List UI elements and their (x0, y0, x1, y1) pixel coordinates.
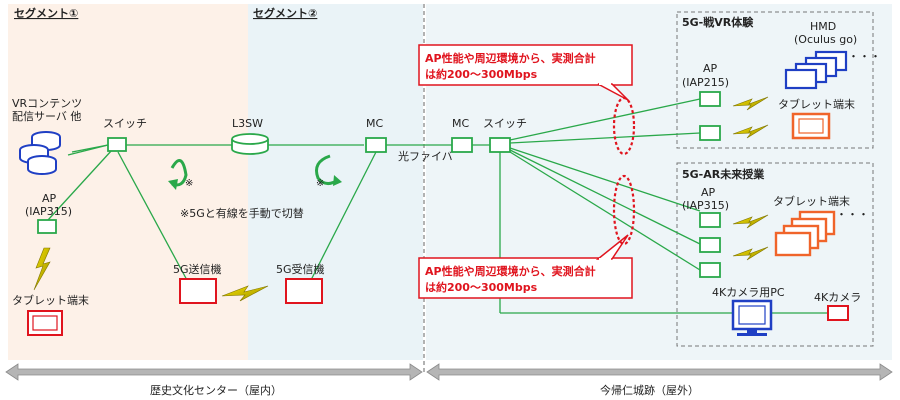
ap-vr-model: (IAP215) (682, 76, 729, 89)
hmd-more-dots: ・・・ (848, 50, 881, 63)
l3sw-label: L3SW (232, 117, 263, 130)
network-links (47, 98, 828, 314)
switch2-icon (489, 137, 511, 153)
callout-top (418, 44, 633, 86)
note-mark-2: ※ (316, 178, 324, 189)
wireless-bolt-ar1-icon (732, 214, 769, 229)
monitor-icon (731, 299, 773, 336)
rx5g-label: 5G受信機 (276, 262, 325, 276)
rx5g-icon (285, 278, 323, 304)
segment1-label: セグメント① (14, 6, 78, 20)
callout-top-line2: は約200〜300Mbps (425, 67, 538, 81)
wireless-bolt-vr1-icon (732, 96, 769, 111)
switch2-label: スイッチ (483, 117, 527, 130)
footer-indoor-label: 歴史文化センター（屋内） (150, 383, 282, 397)
ap-indoor-model: (IAP315) (25, 205, 72, 218)
ap-ar-icon (699, 212, 721, 228)
indoor-span-arrow (5, 363, 423, 381)
switch-arrow-right-icon (315, 154, 339, 185)
cam4k-label: 4Kカメラ (814, 291, 861, 304)
mc1-icon (365, 137, 387, 153)
switch-arrow-left-head-icon (168, 179, 178, 190)
server-stack-icon (19, 131, 61, 175)
ar-group-title: 5G-AR未来授業 (682, 167, 765, 181)
mc2-label: MC (452, 117, 469, 130)
ap-indoor-icon (37, 219, 57, 234)
switch1-label: スイッチ (103, 117, 147, 130)
mc2-icon (451, 137, 473, 153)
throughput-ellipse-top (612, 96, 636, 156)
ap-ar-model: (IAP315) (682, 199, 729, 212)
vr-server-label: VRコンテンツ (12, 97, 82, 110)
ap-indoor-label: AP (42, 192, 57, 205)
tablet-ar-label: タブレット端末 (773, 194, 850, 208)
switch1-icon (107, 137, 127, 152)
tablet-vr-screen (798, 118, 824, 134)
ap-ar-label: AP (701, 186, 716, 199)
tx5g-icon (179, 278, 217, 304)
throughput-ellipse-bottom (612, 174, 636, 246)
switch-arrow-left-icon (170, 159, 188, 187)
hmd-label: HMD (810, 20, 836, 33)
wireless-bolt-ar2-icon (732, 246, 769, 261)
hmd-icon (784, 50, 848, 90)
callout-bottom-line2: は約200〜300Mbps (425, 280, 538, 294)
ap-vr-label: AP (703, 62, 718, 75)
ap-ar-3-icon (699, 262, 721, 278)
cam4k-icon (827, 305, 849, 321)
footer-outdoor-label: 今帰仁城跡（屋外） (600, 383, 699, 397)
ap-ar-2-icon (699, 237, 721, 253)
note-mark-1: ※ (185, 178, 193, 189)
vr-server-label-2: 配信サーバ 他 (12, 110, 81, 123)
ap-vr-icon (699, 91, 721, 107)
callout-bottom (418, 257, 633, 299)
callout-bottom-line1: AP性能や周辺環境から、実測合計 (425, 264, 596, 278)
ap-vr-2-icon (699, 125, 721, 141)
wireless-bolt-indoor-icon (33, 247, 51, 291)
l3sw-icon (231, 133, 269, 155)
tablet-ar-more-dots: ・・・ (836, 208, 869, 221)
outdoor-span-arrow (426, 363, 893, 381)
wireless-bolt-vr2-icon (732, 124, 769, 139)
hmd-model: (Oculus go) (794, 33, 857, 46)
manual-switch-note: ※5Gと有線を手動で切替 (180, 206, 304, 220)
tablet-vr-label: タブレット端末 (778, 97, 855, 111)
wireless-bolt-5g-icon (221, 285, 269, 302)
segment2-label: セグメント② (253, 6, 317, 20)
tablet-indoor-screen (32, 315, 58, 331)
pc4k-label: 4Kカメラ用PC (712, 286, 785, 299)
tablet-indoor-label: タブレット端末 (12, 293, 89, 307)
mc1-label: MC (366, 117, 383, 130)
ar-class-group (676, 162, 874, 347)
vr-group-title: 5G-戦VR体験 (682, 15, 754, 29)
tablet-ar-stack-icon (774, 210, 836, 257)
fiber-label: 光ファイバ (398, 149, 453, 163)
switch-arrow-right-head-icon (333, 175, 342, 186)
vr-experience-group (676, 11, 874, 149)
tx5g-label: 5G送信機 (173, 262, 222, 276)
callout-top-line1: AP性能や周辺環境から、実測合計 (425, 51, 596, 65)
